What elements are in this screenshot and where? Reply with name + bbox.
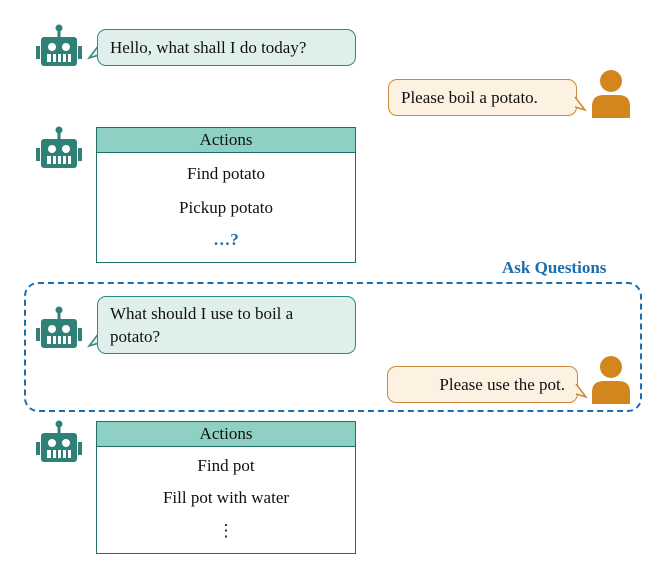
actions-header: Actions: [97, 128, 355, 153]
actions-panel-2: Actions Find pot Fill pot with water ⋮: [96, 421, 356, 554]
action-item: Find potato: [187, 164, 265, 183]
action-item: Find pot: [197, 456, 255, 475]
robot-icon: [36, 126, 82, 168]
bubble-tail: [86, 44, 100, 60]
action-item: Fill pot with water: [162, 488, 290, 507]
bot-message-text: What should I use to boil a potato?: [110, 304, 294, 346]
bot-message-text: Hello, what shall I do today?: [110, 38, 307, 57]
bot-message-question: What should I use to boil a potato?: [97, 296, 356, 354]
action-more: ⋮: [217, 521, 235, 540]
bubble-tail: [575, 383, 589, 399]
person-icon: [592, 356, 630, 404]
action-pending: …?: [213, 230, 239, 249]
person-icon: [592, 70, 630, 118]
robot-icon: [36, 24, 82, 66]
bot-message-greeting: Hello, what shall I do today?: [97, 29, 356, 66]
bubble-tail: [574, 96, 588, 112]
bubble-tail: [86, 332, 100, 348]
actions-panel-1: Actions Find potato Pickup potato …?: [96, 127, 356, 263]
actions-header: Actions: [97, 422, 355, 447]
ask-questions-label: Ask Questions: [502, 258, 607, 277]
action-item: Pickup potato: [179, 198, 273, 217]
robot-icon: [36, 306, 82, 348]
user-message-answer: Please use the pot.: [387, 366, 578, 403]
user-message-text: Please use the pot.: [439, 375, 565, 394]
user-message-request: Please boil a potato.: [388, 79, 577, 116]
robot-icon: [36, 420, 82, 462]
user-message-text: Please boil a potato.: [401, 88, 538, 107]
ask-questions-region: [24, 282, 642, 412]
